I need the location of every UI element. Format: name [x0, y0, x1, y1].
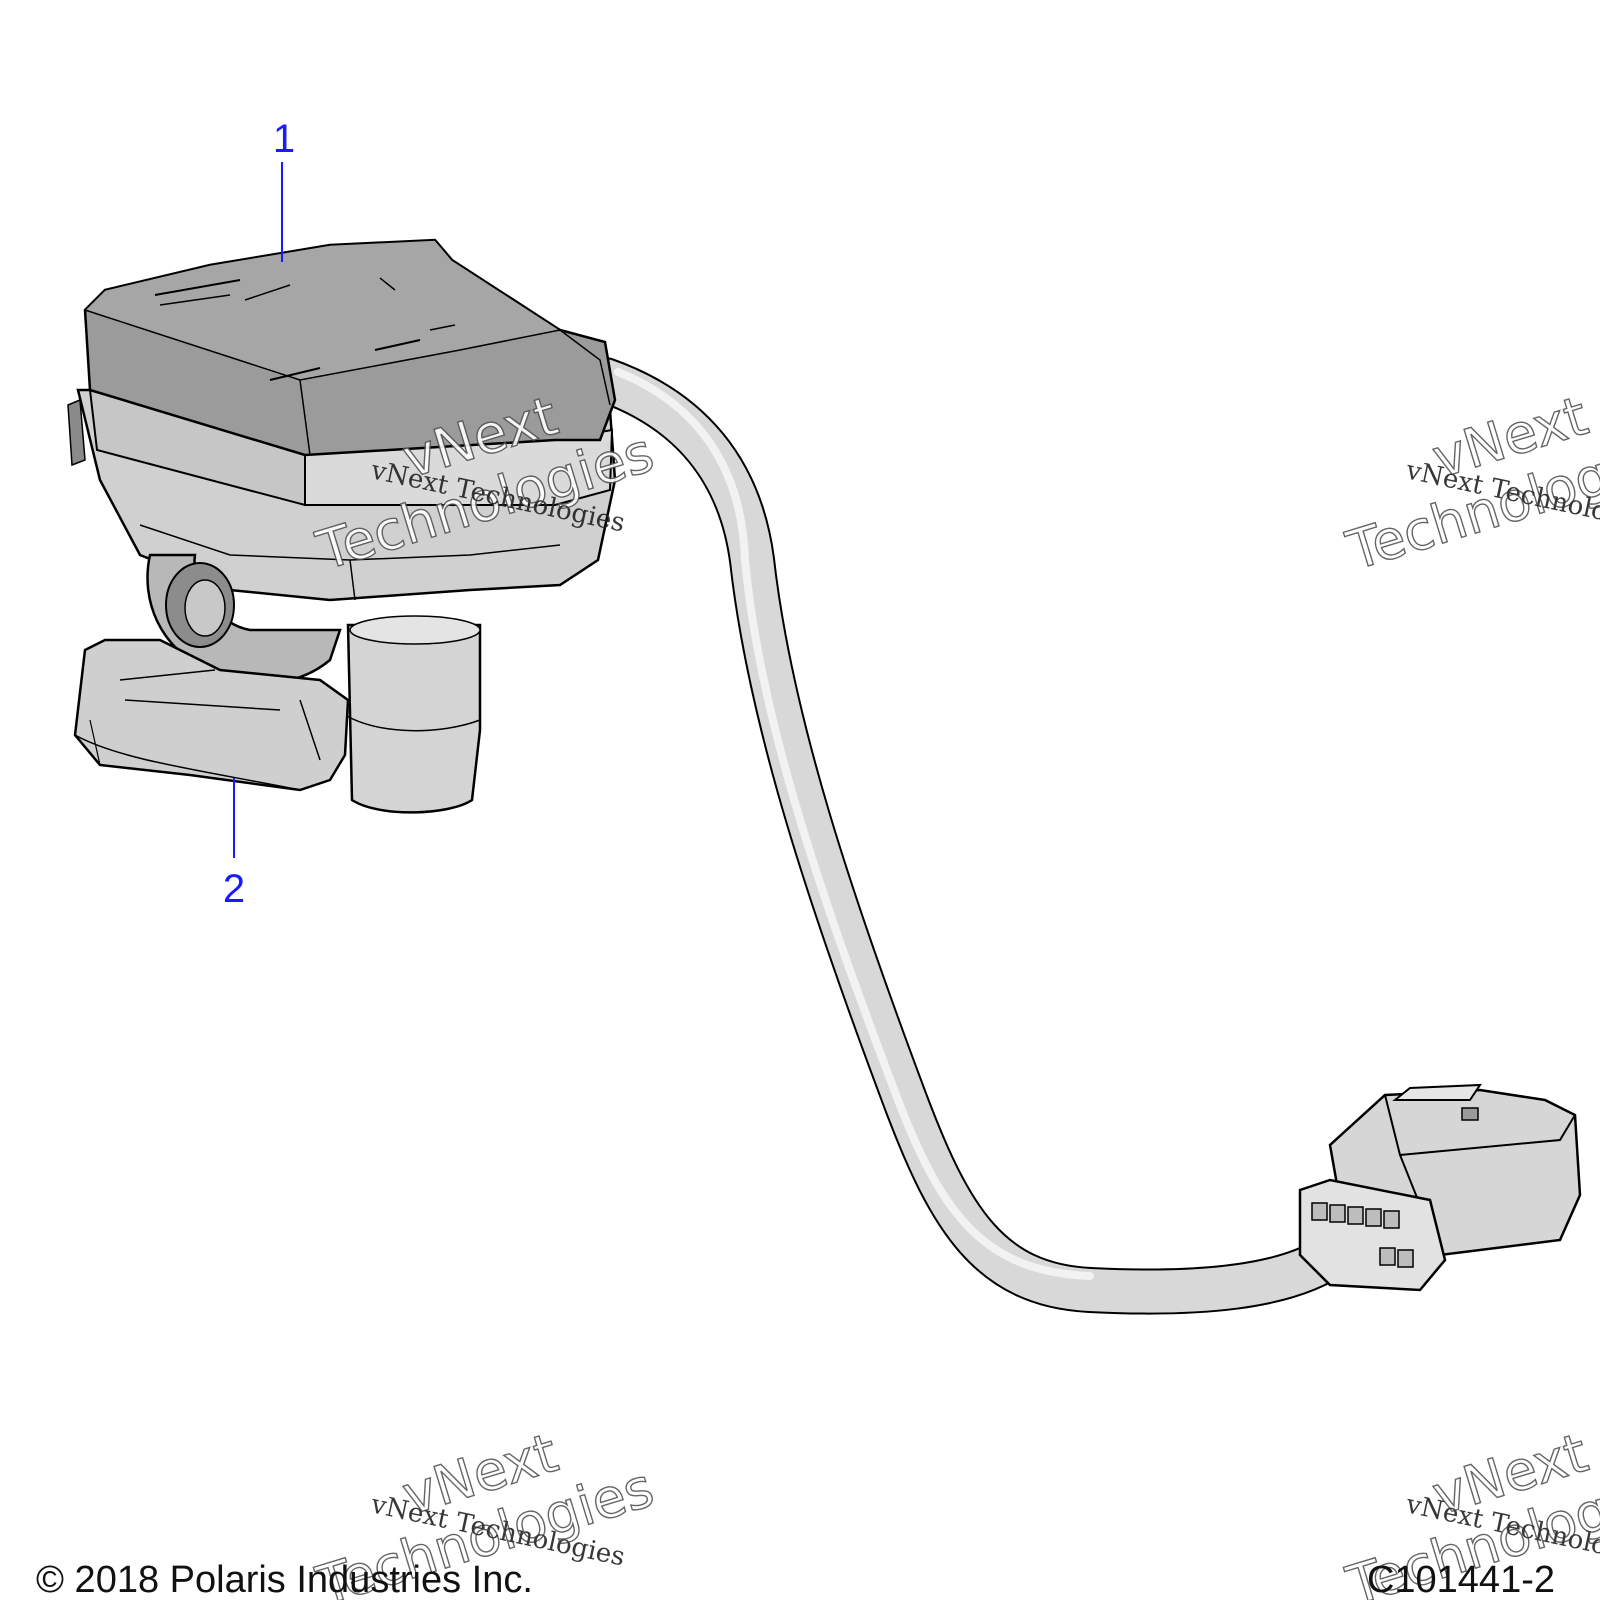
throttle-housing	[67, 238, 617, 602]
copyright-notice: © 2018 Polaris Industries Inc.	[36, 1559, 533, 1600]
callout-2: 2	[223, 778, 245, 911]
pivot-boss	[344, 615, 482, 814]
electrical-connector	[1298, 1083, 1582, 1292]
thumb-lever	[73, 638, 350, 792]
handlebar-clamp	[146, 553, 342, 684]
callout-1: 1	[273, 117, 295, 262]
callout-1-label: 1	[273, 117, 295, 161]
callout-2-label: 2	[223, 867, 245, 911]
connector-pin-cavities	[1311, 1202, 1414, 1268]
watermark-group-2: vNext Technologies vNext Technologies	[1339, 383, 1600, 583]
figure-id: C101441-2	[1367, 1559, 1555, 1600]
wire-harness-cable	[582, 357, 1363, 1315]
